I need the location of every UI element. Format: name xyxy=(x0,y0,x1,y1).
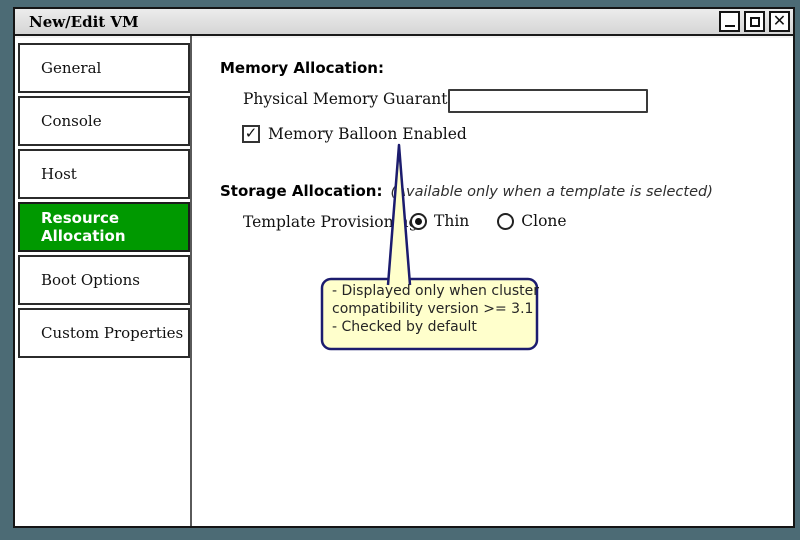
sidebar-content-divider xyxy=(190,36,192,526)
sidebar-item-host[interactable]: Host xyxy=(18,149,190,199)
physical-memory-guaranteed-input[interactable] xyxy=(448,89,648,113)
sidebar-item-label: General xyxy=(41,59,102,77)
sidebar-item-label: Boot Options xyxy=(41,271,140,289)
new-edit-vm-window: New/Edit VM ✕ General Console Host xyxy=(13,7,795,528)
maximize-icon xyxy=(749,16,760,27)
thin-radio-label: Thin xyxy=(434,212,470,230)
minimize-button[interactable] xyxy=(719,11,740,32)
callout-note-text: - Displayed only when cluster compatibil… xyxy=(332,282,547,336)
memory-balloon-row: ✓ Memory Balloon Enabled xyxy=(242,125,467,143)
radio-group-clone: Clone xyxy=(497,212,567,230)
storage-allocation-note: (Available only when a template is selec… xyxy=(390,184,713,200)
minimize-icon xyxy=(724,25,735,27)
close-icon: ✕ xyxy=(772,11,787,30)
thin-radio[interactable] xyxy=(410,212,427,230)
callout-line: compatibility version >= 3.1 xyxy=(332,301,534,317)
sidebar-item-general[interactable]: General xyxy=(18,43,190,93)
memory-allocation-heading: Memory Allocation: xyxy=(220,59,384,77)
sidebar-item-label: Resource Allocation xyxy=(41,209,126,245)
sidebar-item-label: Host xyxy=(41,165,77,183)
clone-radio-label: Clone xyxy=(521,212,567,230)
storage-allocation-heading: Storage Allocation: (Available only when … xyxy=(220,182,713,200)
window-title: New/Edit VM xyxy=(29,12,139,31)
memory-balloon-label: Memory Balloon Enabled xyxy=(268,125,467,143)
checkmark-icon: ✓ xyxy=(244,123,258,142)
radio-dot-icon xyxy=(415,217,422,225)
maximize-button[interactable] xyxy=(744,11,765,32)
sidebar-item-resource-allocation[interactable]: Resource Allocation xyxy=(18,202,190,252)
clone-radio[interactable] xyxy=(497,212,515,230)
sidebar-item-label: Custom Properties xyxy=(41,324,184,342)
storage-allocation-heading-text: Storage Allocation: xyxy=(220,182,383,200)
memory-balloon-checkbox[interactable]: ✓ xyxy=(242,125,260,143)
template-provisioning-options: Thin Clone xyxy=(410,212,567,230)
physical-memory-guaranteed-label: Physical Memory Guaranteed xyxy=(243,90,476,108)
callout-line: - Displayed only when cluster xyxy=(332,283,539,299)
sidebar-item-console[interactable]: Console xyxy=(18,96,190,146)
radio-group-thin: Thin xyxy=(410,212,469,230)
template-provisioning-label: Template Provisioning xyxy=(243,213,419,231)
sidebar-item-boot-options[interactable]: Boot Options xyxy=(18,255,190,305)
sidebar-item-label: Console xyxy=(41,112,102,130)
sidebar: General Console Host Resource Allocation… xyxy=(18,43,190,361)
close-button[interactable]: ✕ xyxy=(769,11,790,32)
window-controls: ✕ xyxy=(719,11,790,32)
sidebar-item-custom-properties[interactable]: Custom Properties xyxy=(18,308,190,358)
titlebar[interactable]: New/Edit VM xyxy=(15,9,793,36)
callout-line: - Checked by default xyxy=(332,319,477,335)
